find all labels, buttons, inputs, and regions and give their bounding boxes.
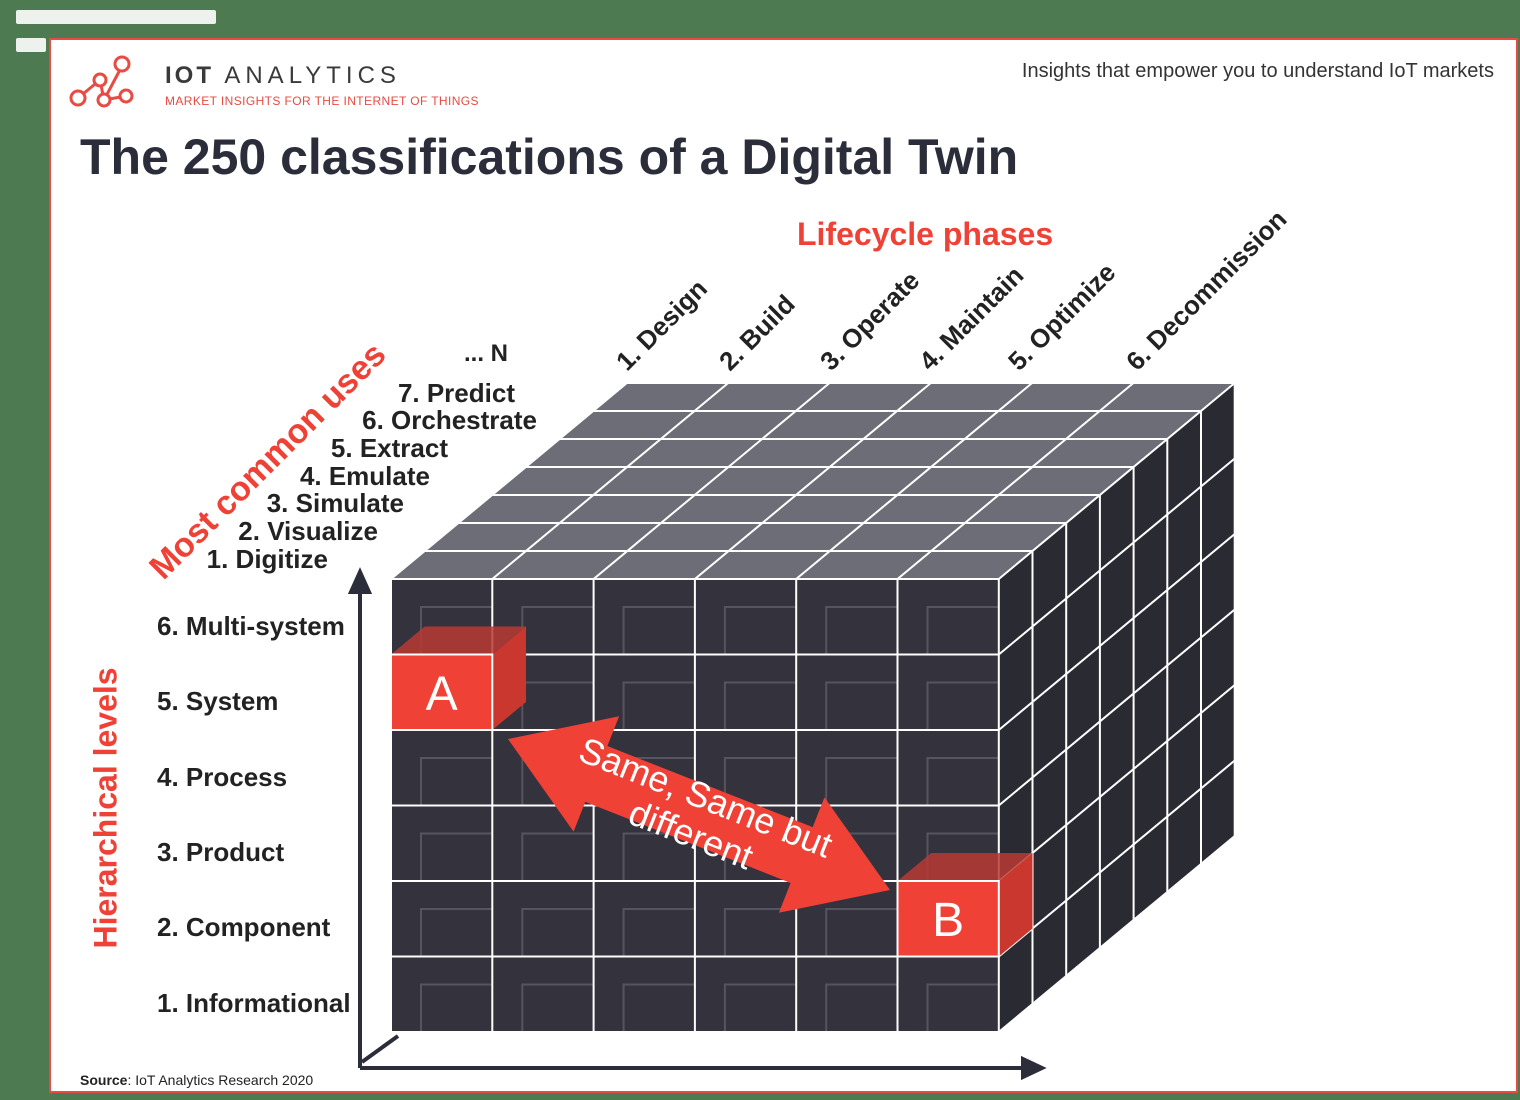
cell-depth-line bbox=[420, 832, 493, 881]
cell-depth-line bbox=[521, 908, 594, 957]
level-label: 2. Component bbox=[157, 912, 331, 943]
use-label: 1. Digitize bbox=[206, 544, 328, 574]
top-grid-line bbox=[390, 382, 628, 580]
top-grid-line bbox=[592, 382, 831, 580]
hierarchical-levels-title: Hierarchical levels bbox=[87, 667, 124, 949]
cell-depth-line bbox=[622, 681, 695, 730]
brand-subtitle: MARKET INSIGHTS FOR THE INTERNET OF THIN… bbox=[165, 94, 479, 108]
cell-depth-line bbox=[723, 757, 797, 806]
use-label: 3. Simulate bbox=[266, 488, 404, 518]
tagline: Insights that empower you to understand … bbox=[1021, 60, 1494, 82]
side-grid-line bbox=[998, 759, 1236, 958]
marker-b-label: B bbox=[932, 894, 964, 947]
cell-depth-line bbox=[825, 908, 898, 957]
side-grid-line bbox=[998, 835, 1236, 1033]
cell-depth-line bbox=[420, 908, 493, 957]
level-label: 1. Informational bbox=[157, 987, 351, 1018]
side-grid-line bbox=[998, 684, 1236, 882]
double-arrow-shape bbox=[508, 716, 890, 913]
level-label: 6. Multi-system bbox=[157, 611, 345, 641]
marker-b-side bbox=[998, 853, 1033, 957]
top-grid-line bbox=[694, 382, 932, 580]
side-grid-line bbox=[998, 608, 1236, 807]
cell-depth-line bbox=[926, 983, 999, 1032]
cell-depth-line bbox=[521, 832, 594, 881]
use-label: ... N bbox=[463, 340, 508, 367]
side-grid-line bbox=[998, 533, 1236, 731]
cell-depth-line bbox=[926, 681, 999, 730]
cell-depth-line bbox=[622, 606, 695, 655]
use-label: 7. Predict bbox=[397, 378, 515, 408]
use-label: 2. Visualize bbox=[238, 516, 378, 546]
top-grid-line bbox=[998, 382, 1236, 580]
iot-analytics-logo-icon bbox=[69, 55, 134, 108]
cell-depth-line bbox=[420, 757, 493, 806]
cell-depth-line bbox=[825, 606, 898, 655]
use-label: 4. Emulate bbox=[299, 461, 430, 491]
page-title: The 250 classifications of a Digital Twi… bbox=[80, 129, 1019, 185]
cell-depth-line bbox=[825, 757, 898, 806]
marker-b-top bbox=[897, 853, 1033, 881]
cell-depth-line bbox=[723, 681, 797, 730]
marker-a bbox=[390, 653, 494, 731]
cell-depth-line bbox=[420, 983, 493, 1032]
top-grid-line bbox=[491, 382, 729, 580]
marker-a-top bbox=[391, 626, 526, 655]
cell-depth-line bbox=[521, 983, 594, 1032]
axes-lines bbox=[347, 567, 1047, 1081]
top-grid-line bbox=[896, 382, 1135, 580]
cell-depth-line bbox=[825, 681, 898, 730]
marker-b bbox=[896, 880, 1000, 958]
side-grid-line bbox=[998, 457, 1236, 656]
brand-name: IOT ANALYTICS bbox=[165, 62, 401, 89]
cell-depth-line bbox=[723, 908, 797, 957]
cell-depth-line bbox=[926, 606, 999, 655]
use-label: 6. Orchestrate bbox=[362, 405, 537, 435]
cell-depth-line bbox=[622, 983, 695, 1032]
level-label: 4. Process bbox=[157, 761, 288, 792]
cell-depth-line bbox=[723, 983, 797, 1032]
top-grid-line bbox=[795, 382, 1033, 580]
cell-depth-line bbox=[926, 757, 999, 806]
cell-depth-line bbox=[825, 983, 898, 1032]
cell-depth-line bbox=[723, 606, 797, 655]
level-label: 5. System bbox=[157, 686, 279, 717]
marker-a-label: A bbox=[426, 667, 458, 720]
source-note: Source: IoT Analytics Research 2020 bbox=[80, 1072, 314, 1088]
corner-caption-blur bbox=[16, 10, 216, 62]
level-label: 3. Product bbox=[157, 836, 285, 867]
use-label: 5. Extract bbox=[330, 433, 448, 463]
lifecycle-phases-title: Lifecycle phases bbox=[797, 216, 1054, 252]
marker-a-side bbox=[492, 626, 526, 730]
cell-depth-line bbox=[622, 908, 695, 957]
